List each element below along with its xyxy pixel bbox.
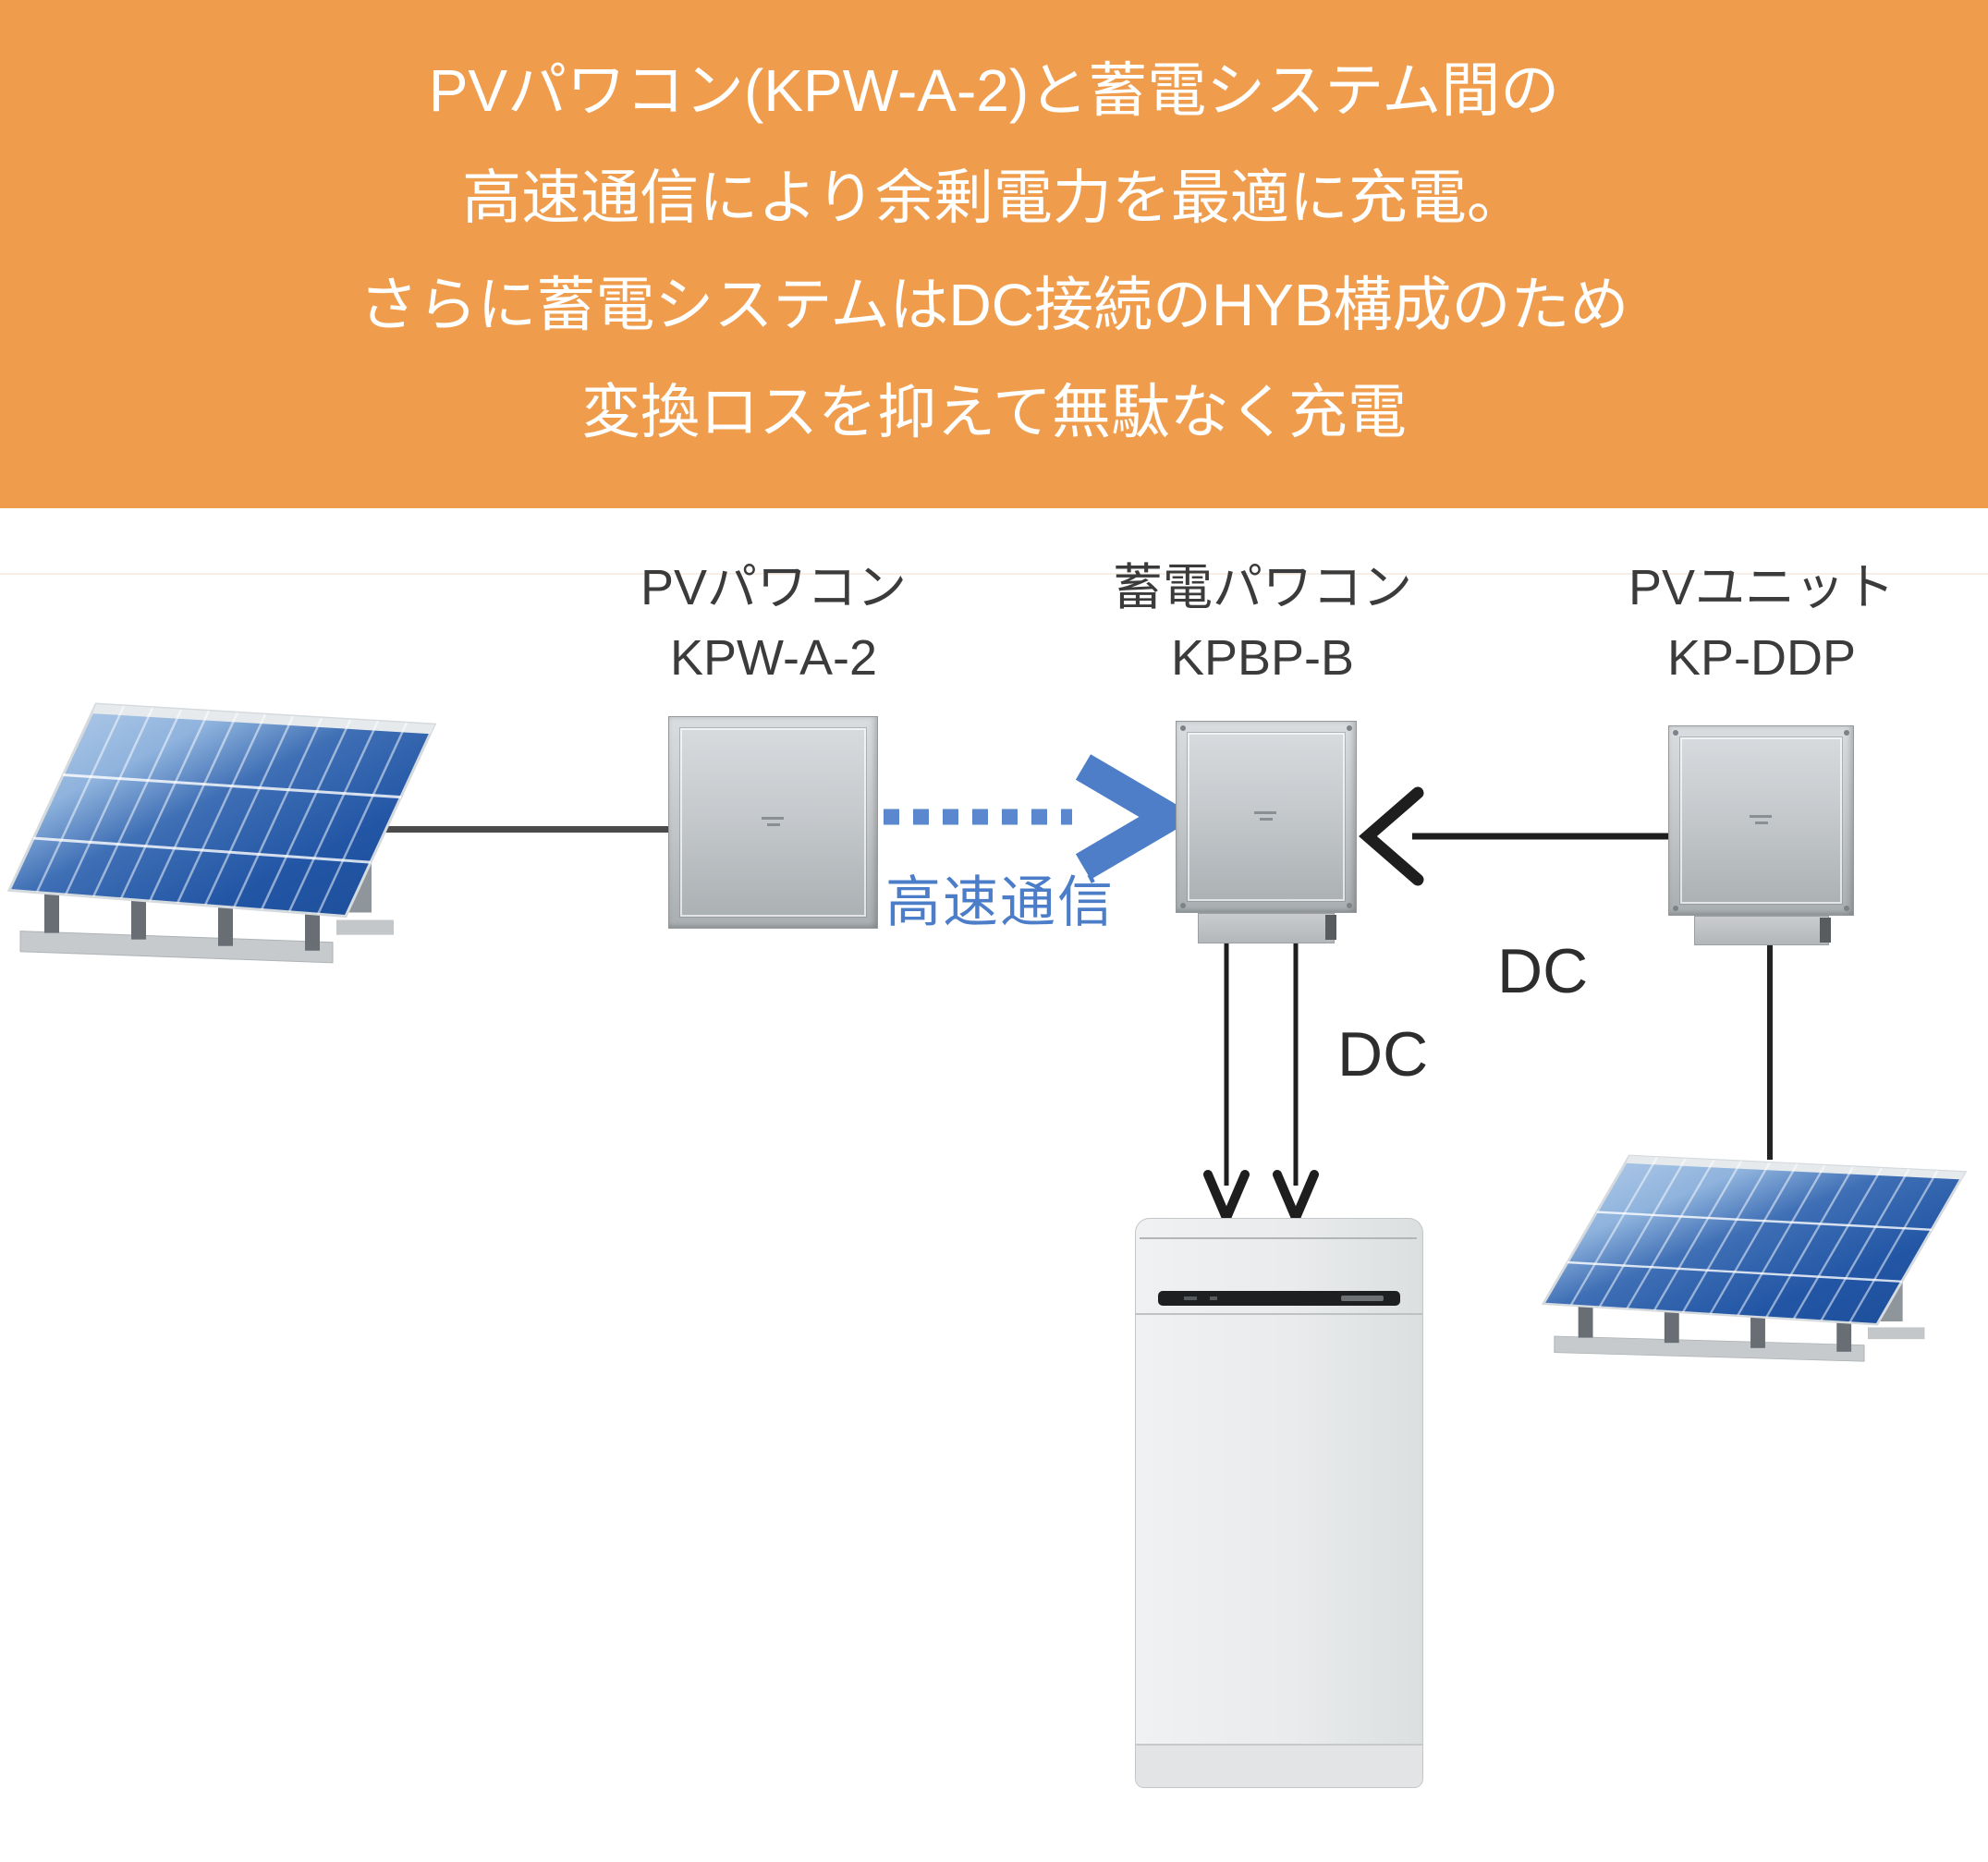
dc-arrow-head: [1359, 786, 1424, 886]
screw-icon: [1673, 906, 1678, 911]
pv-unit-box: [1668, 725, 1854, 916]
pv-inverter-model: KPW-A-2: [669, 630, 878, 686]
screw-icon: [1844, 906, 1849, 911]
battery-bottom-band: [1136, 1746, 1422, 1787]
banner-line-2: 高速通信により余剰電力を最適に充電。: [462, 164, 1526, 231]
pv-unit-model: KP-DDP: [1666, 630, 1857, 686]
banner-line-1: PVパワコン(KPW-A-2)と蓄電システム間の: [428, 57, 1560, 124]
banner-line-4: 変換ロスを抑えて無駄なく充電: [581, 379, 1407, 445]
banner-line-3: さらに蓄電システムはDC接続のHYB構成のため: [359, 272, 1629, 338]
screw-icon: [1180, 725, 1186, 731]
connector-stub: [1820, 918, 1831, 943]
comm-label: 高速通信: [885, 871, 1115, 933]
divider-line: [0, 573, 1988, 575]
dc-label-vertical: DC: [1337, 1019, 1429, 1089]
brand-logo-mark: [1250, 809, 1282, 824]
pv-inverter-name: PVパワコン: [640, 560, 908, 615]
connector-stub: [1325, 915, 1336, 940]
battery-status-slot: [1158, 1291, 1400, 1306]
comm-arrow-head: [1075, 754, 1183, 880]
dc-arrows-vertical: [1203, 943, 1319, 1225]
battery-bottom-line: [1136, 1744, 1422, 1746]
battery-inverter-frame: [1188, 733, 1345, 901]
pv-unit-name: PVユニット: [1628, 560, 1896, 615]
screw-icon: [1347, 725, 1352, 731]
battery-storage-unit: [1135, 1218, 1423, 1788]
battery-indicator: [1341, 1296, 1384, 1301]
battery-divider: [1136, 1313, 1422, 1315]
pv-unit-wire: [1767, 945, 1773, 1160]
pv-inverter-frame: [680, 728, 866, 917]
label-battery-inverter: 蓄電パワコン KPBP-B: [1059, 553, 1466, 693]
pv-inverter-box: [668, 716, 878, 929]
solar-panel-right: [1542, 1151, 1972, 1381]
comm-arrow: [884, 754, 1183, 880]
label-pv-inverter: PVパワコン KPW-A-2: [570, 553, 977, 693]
system-diagram: PVパワコン KPW-A-2 蓄電パワコン KPBP-B PVユニット KP-D…: [0, 508, 1988, 1862]
screw-icon: [1180, 903, 1186, 908]
screw-icon: [1844, 730, 1849, 736]
headline-banner: PVパワコン(KPW-A-2)と蓄電システム間の 高速通信により余剰電力を最適に…: [0, 0, 1988, 508]
battery-inverter-box: [1176, 721, 1357, 913]
pv-unit-base: [1694, 916, 1831, 945]
screw-icon: [1673, 730, 1678, 736]
screw-icon: [1347, 903, 1352, 908]
pv-unit-frame: [1680, 737, 1842, 904]
dc-arrow-horizontal: [1359, 786, 1669, 886]
dc-label-horizontal: DC: [1497, 936, 1589, 1006]
pv-array-wire: [277, 826, 669, 833]
battery-inverter-model: KPBP-B: [1170, 630, 1355, 686]
battery-inverter-name: 蓄電パワコン: [1113, 560, 1412, 615]
brand-logo-mark: [758, 815, 789, 830]
label-pv-unit: PVユニット KP-DDP: [1558, 553, 1965, 693]
battery-inverter-base: [1198, 913, 1336, 943]
brand-logo-mark: [1746, 813, 1777, 828]
battery-cap-line: [1140, 1237, 1417, 1239]
solar-panel-left: [7, 699, 442, 987]
